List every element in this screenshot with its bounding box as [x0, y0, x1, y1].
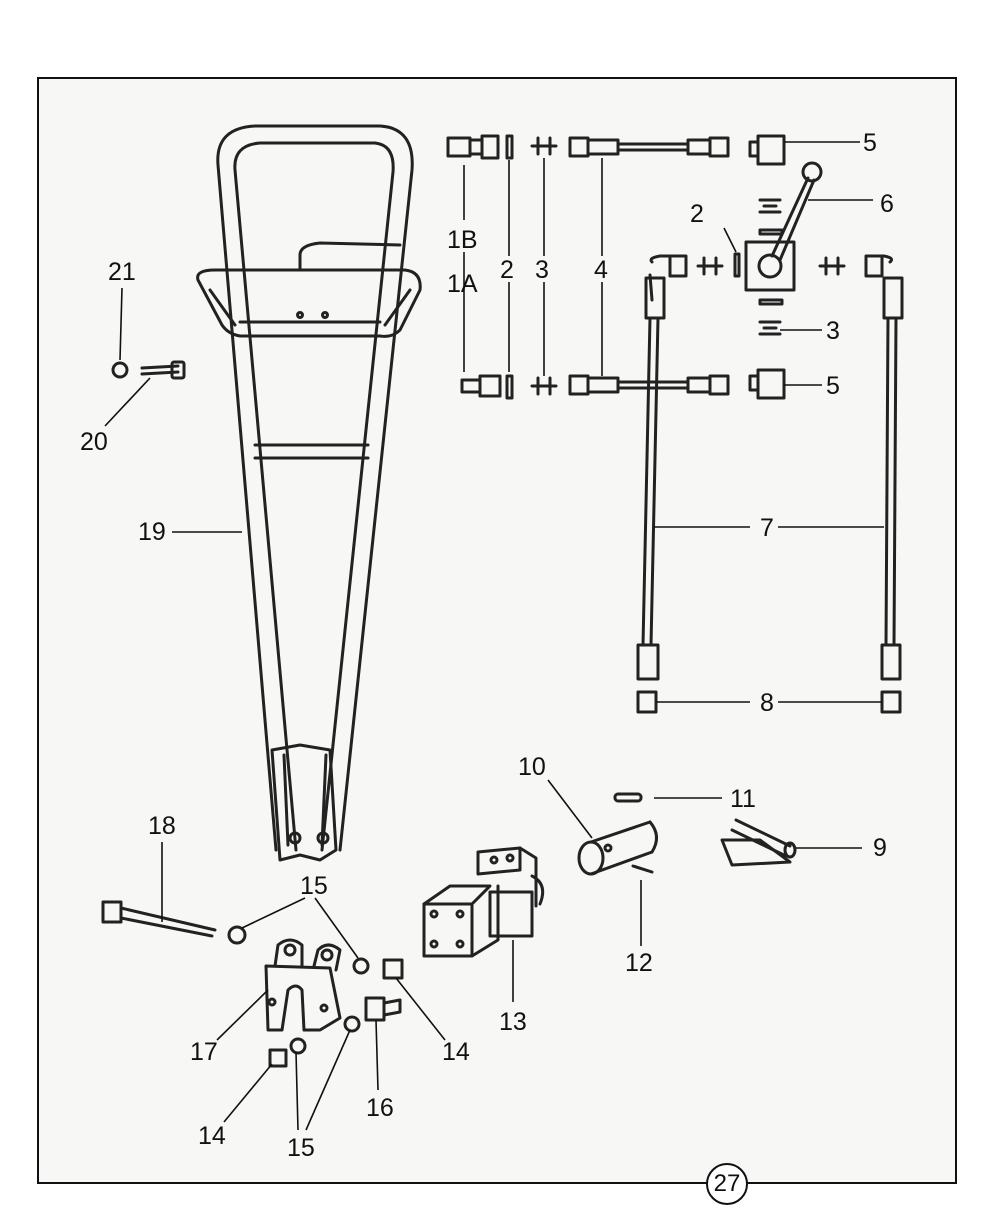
- label-part-16: 16: [366, 1094, 394, 1122]
- label-part-10: 10: [518, 753, 546, 781]
- nut-part-14: [268, 958, 404, 1068]
- label-part-9: 9: [873, 834, 887, 862]
- label-part-2: 2: [500, 256, 514, 284]
- label-part-8: 8: [760, 689, 774, 717]
- label-part-12: 12: [625, 949, 653, 977]
- label-part-14-right: 14: [442, 1038, 470, 1066]
- label-part-5-bottom: 5: [826, 372, 840, 400]
- label-part-14-left: 14: [198, 1122, 226, 1150]
- label-part-2-valve: 2: [690, 200, 704, 228]
- fitting-part-1b: [446, 134, 500, 160]
- adapter-part-3: [530, 136, 846, 396]
- leader-lines: [104, 141, 884, 1131]
- seal-part-2: [505, 134, 741, 400]
- bracket-part-17: [264, 938, 342, 1032]
- washer-part-15: [227, 925, 370, 1055]
- label-part-7: 7: [760, 514, 774, 542]
- page-number-badge: 27: [706, 1163, 748, 1205]
- label-part-4: 4: [594, 256, 608, 284]
- label-part-13: 13: [499, 1008, 527, 1036]
- label-part-15-top: 15: [300, 872, 328, 900]
- pump-part-13: [422, 846, 545, 958]
- label-part-6: 6: [880, 190, 894, 218]
- nut-part-21: [111, 361, 129, 379]
- lever-part-9: [720, 818, 797, 867]
- pin-part-11: [613, 792, 643, 803]
- label-part-21: 21: [108, 258, 136, 286]
- label-part-1b: 1B: [447, 226, 478, 254]
- bolt-part-18: [101, 900, 217, 938]
- label-part-3: 3: [535, 256, 549, 284]
- label-part-17: 17: [190, 1038, 218, 1066]
- diagram-frame: [37, 77, 957, 1184]
- label-part-15-bottom: 15: [287, 1134, 315, 1162]
- label-part-11: 11: [730, 785, 756, 813]
- label-part-18: 18: [148, 812, 176, 840]
- sleeve-part-10: [577, 820, 658, 876]
- label-part-1a: 1A: [447, 270, 478, 298]
- fitting-part-1a: [460, 374, 502, 398]
- label-part-3-valve: 3: [826, 317, 840, 345]
- pin-part-12: [631, 864, 654, 874]
- handle-frame-part-19: [196, 124, 422, 862]
- label-part-19: 19: [138, 518, 166, 546]
- bolt-part-20: [140, 360, 186, 380]
- hose-part-4: [568, 136, 730, 396]
- label-part-5-top: 5: [863, 129, 877, 157]
- bolt-part-16: [364, 996, 402, 1022]
- hose-part-7: [636, 254, 904, 681]
- label-part-20: 20: [80, 428, 108, 456]
- valve-part-5: [748, 134, 786, 400]
- control-valve-part-6: [744, 161, 823, 306]
